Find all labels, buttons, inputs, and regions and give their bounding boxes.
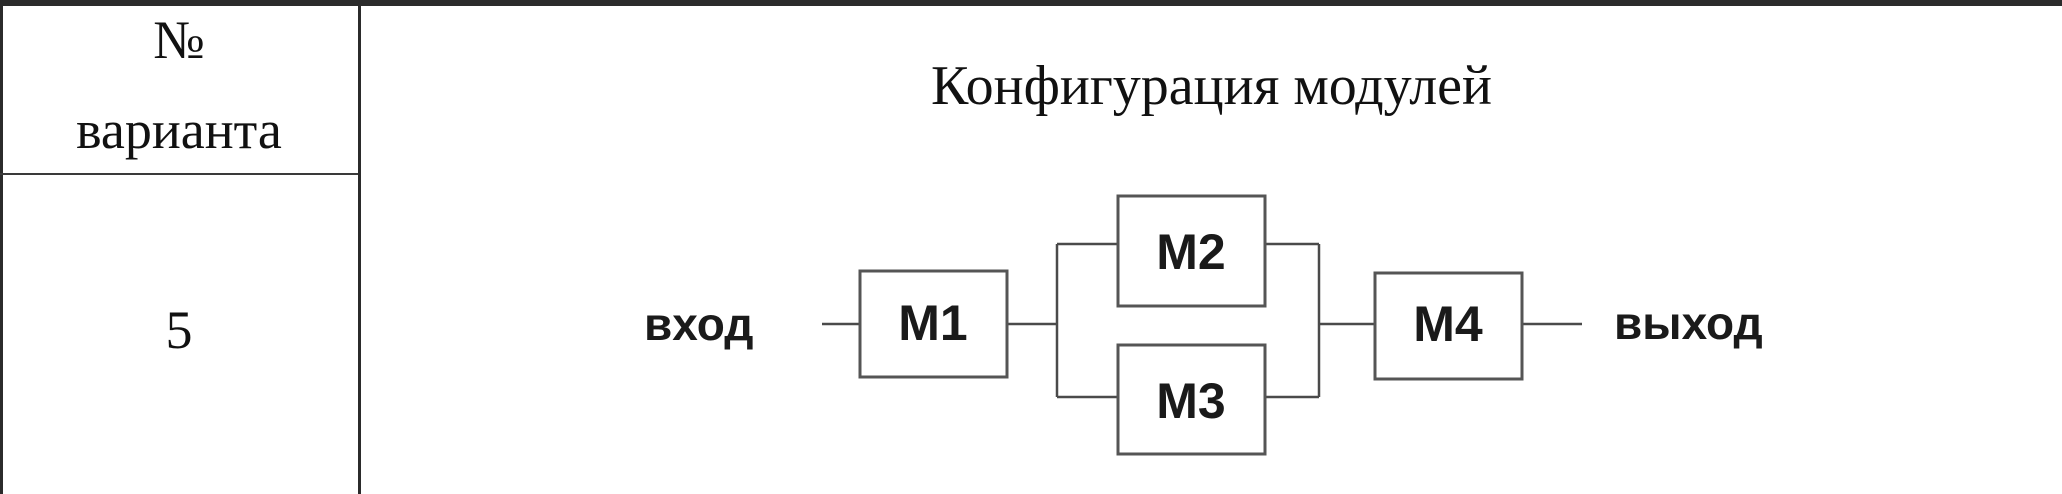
output-label: выход bbox=[1614, 297, 1763, 349]
module-m1-box bbox=[858, 269, 1009, 379]
configuration-column-header: Конфигурация модулей bbox=[931, 55, 1492, 117]
variant-column-header: варианта bbox=[76, 100, 282, 160]
module-m2-box bbox=[1116, 194, 1267, 308]
input-label: вход bbox=[644, 298, 753, 350]
module-m1-label: M1 bbox=[898, 295, 967, 351]
column-divider bbox=[358, 0, 361, 494]
header-row-divider bbox=[0, 173, 358, 175]
connection-lines bbox=[822, 242, 1582, 399]
module-m3-label: M3 bbox=[1156, 373, 1225, 429]
table-top-border bbox=[0, 0, 2062, 6]
module-m2-label: M2 bbox=[1156, 224, 1225, 280]
module-m4-label: M4 bbox=[1413, 296, 1483, 352]
module-m4-box bbox=[1373, 271, 1524, 381]
table-left-border bbox=[0, 0, 3, 494]
variant-number-cell: 5 bbox=[165, 300, 193, 360]
number-sign-header: № bbox=[153, 10, 205, 70]
module-m3-box bbox=[1116, 343, 1267, 456]
